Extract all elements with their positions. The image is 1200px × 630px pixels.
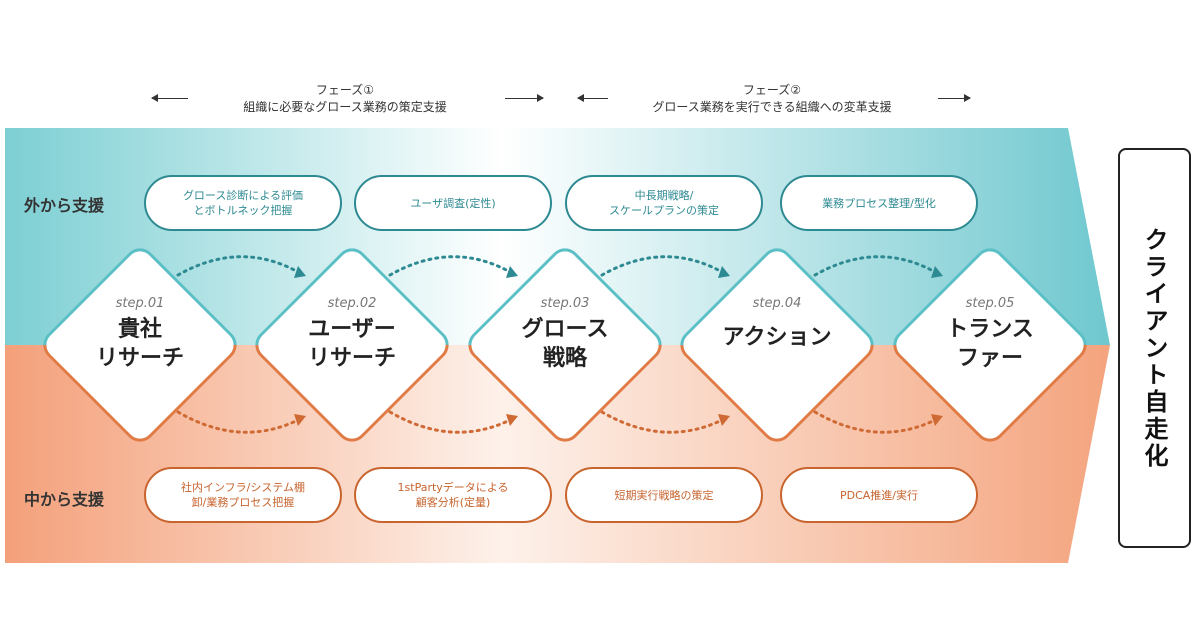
step-name: グロース 戦略 — [521, 317, 609, 371]
outside-item: 中長期戦略/ スケールプランの策定 — [565, 175, 763, 231]
step-name: ユーザー リサーチ — [307, 317, 396, 371]
phase-2-title: フェーズ② — [742, 83, 802, 97]
step-number: step.05 — [965, 296, 1015, 311]
step-number: step.01 — [115, 296, 165, 311]
step-2: step.02 ユーザー リサーチ — [252, 296, 452, 373]
step-number: step.02 — [327, 296, 377, 311]
phase-2: フェーズ② グロース業務を実行できる組織への変革支援 — [612, 82, 932, 116]
goal-label: クライアント自走化 — [1140, 226, 1168, 470]
phase-2-subtitle: グロース業務を実行できる組織への変革支援 — [652, 100, 892, 114]
outside-item: グロース診断による評価 とボトルネック把握 — [144, 175, 342, 231]
phase-1: フェーズ① 組織に必要なグロース業務の策定支援 — [190, 82, 500, 116]
inside-item: 1stPartyデータによる 顧客分析(定量) — [354, 467, 552, 523]
step-5: step.05 トランス ファー — [890, 296, 1090, 373]
step-1: step.01 貴社 リサーチ — [40, 296, 240, 373]
inside-item: 短期実行戦略の策定 — [565, 467, 763, 523]
outside-item: ユーザ調査(定性) — [354, 175, 552, 231]
goal-box: クライアント自走化 — [1118, 148, 1191, 548]
outside-item: 業務プロセス整理/型化 — [780, 175, 978, 231]
step-name: 貴社 リサーチ — [95, 317, 184, 371]
phase-2-right-arrow — [938, 94, 971, 102]
step-3: step.03 グロース 戦略 — [465, 296, 665, 373]
phase-1-subtitle: 組織に必要なグロース業務の策定支援 — [243, 100, 447, 114]
phase-2-left-arrow — [577, 94, 608, 102]
phase-1-right-arrow — [505, 94, 544, 102]
inside-item: PDCA推進/実行 — [780, 467, 978, 523]
outside-support-label: 外から支援 — [24, 196, 105, 215]
phase-1-title: フェーズ① — [315, 83, 375, 97]
step-4: step.04 アクション — [677, 296, 877, 352]
inside-item: 社内インフラ/システム棚 卸/業務プロセス把握 — [144, 467, 342, 523]
step-number: step.03 — [540, 296, 590, 311]
step-name: アクション — [722, 325, 832, 350]
inside-support-label: 中から支援 — [24, 490, 105, 509]
step-name: トランス ファー — [946, 317, 1034, 371]
step-number: step.04 — [752, 296, 802, 311]
phase-1-left-arrow — [151, 94, 188, 102]
